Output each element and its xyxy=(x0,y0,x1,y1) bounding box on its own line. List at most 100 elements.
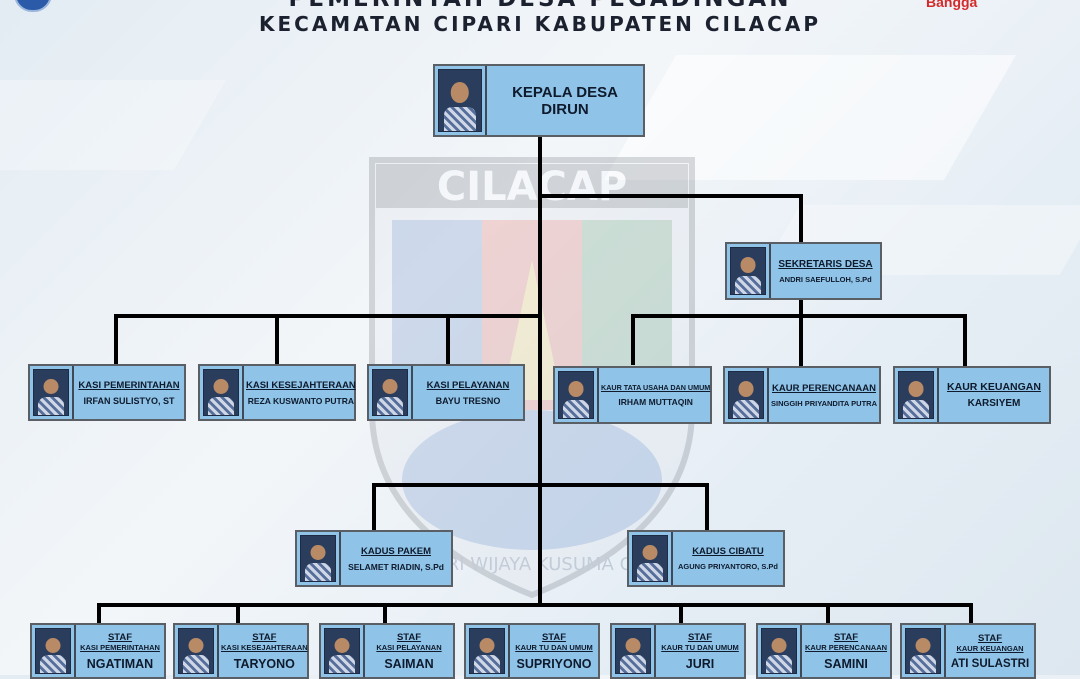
connector-line xyxy=(826,603,830,625)
portrait-photo xyxy=(372,369,408,416)
org-person-name: REZA KUSWANTO PUTRA xyxy=(247,395,355,406)
org-box-staf: STAF KAUR KEUANGAN ATI SULASTRI xyxy=(900,623,1036,679)
connector-line xyxy=(446,314,450,365)
org-role: STAF xyxy=(833,631,859,643)
portrait-photo xyxy=(615,628,651,674)
org-box-kasi: KASI PELAYANAN BAYU TRESNO xyxy=(367,364,525,421)
connector-line xyxy=(275,314,279,365)
org-subrole: KAUR PERENCANAAN xyxy=(804,642,888,652)
org-box-kaur: KAUR PERENCANAAN SINGGIH PRIYANDITA PUTR… xyxy=(723,366,881,424)
connector-line xyxy=(540,194,803,198)
org-person-name: SAMINI xyxy=(824,656,868,671)
org-role: SEKRETARIS DESA xyxy=(778,258,873,270)
org-box-staf: STAF KASI KESEJAHTERAAN TARYONO xyxy=(173,623,309,679)
portrait-photo xyxy=(300,535,336,582)
portrait-photo xyxy=(33,369,69,416)
title-line-1: PEMERINTAH DESA PEGADINGAN xyxy=(0,0,1080,12)
connector-line xyxy=(799,194,803,244)
connector-line xyxy=(538,136,542,606)
portrait-photo xyxy=(558,371,594,419)
bangga-logo: Bangga xyxy=(926,0,977,10)
org-person-name: JURI xyxy=(685,656,715,671)
org-person-name: NGATIMAN xyxy=(86,656,154,671)
connector-line xyxy=(372,483,376,530)
org-person-name: SINGGIH PRIYANDITA PUTRA xyxy=(771,398,877,408)
org-role: KEPALA DESA xyxy=(512,83,618,101)
org-person-name: AGUNG PRIYANTORO, S.Pd xyxy=(677,562,779,571)
org-role: KADUS CIBATU xyxy=(692,546,764,557)
org-subrole: KASI PELAYANAN xyxy=(376,642,442,652)
org-box-staf: STAF KASI PELAYANAN SAIMAN xyxy=(319,623,455,679)
org-person-name: IRFAN SULISTYO, ST xyxy=(83,395,175,406)
org-role: STAF xyxy=(396,631,422,643)
org-subrole: KASI PEMERINTAHAN xyxy=(80,642,160,652)
org-person-name: SELAMET RIADIN, S.Pd xyxy=(348,561,444,572)
org-box-kaur: KAUR TATA USAHA DAN UMUM IRHAM MUTTAQIN xyxy=(553,366,712,424)
connector-line xyxy=(631,314,635,365)
org-box-kasi: KASI PEMERINTAHAN IRFAN SULISTYO, ST xyxy=(28,364,186,421)
org-box-staf: STAF KAUR TU DAN UMUM JURI xyxy=(610,623,746,679)
bg-shape xyxy=(0,80,226,170)
org-subrole: KAUR TU DAN UMUM xyxy=(661,642,739,652)
connector-line xyxy=(705,483,709,530)
portrait-photo xyxy=(728,371,764,419)
org-box-kadus: KADUS PAKEM SELAMET RIADIN, S.Pd xyxy=(295,530,453,587)
org-person-name: ATI SULASTRI xyxy=(950,657,1030,670)
org-person-name: BAYU TRESNO xyxy=(435,395,501,406)
portrait-photo xyxy=(324,628,360,674)
org-role: KASI PEMERINTAHAN xyxy=(78,379,180,391)
org-role: STAF xyxy=(687,631,713,643)
connector-line xyxy=(679,603,683,625)
org-subrole: KASI KESEJAHTERAAN xyxy=(221,642,308,652)
org-person-name: TARYONO xyxy=(233,656,295,671)
org-subrole: KAUR KEUANGAN xyxy=(956,643,1024,653)
org-box-kadus: KADUS CIBATU AGUNG PRIYANTORO, S.Pd xyxy=(627,530,785,587)
org-box-kaur: KAUR KEUANGAN KARSIYEM xyxy=(893,366,1051,424)
org-role: STAF xyxy=(541,631,567,643)
portrait-photo xyxy=(632,535,668,582)
org-person-name: DIRUN xyxy=(541,100,589,118)
org-role: KAUR KEUANGAN xyxy=(947,381,1041,393)
connector-line xyxy=(97,603,973,607)
portrait-photo xyxy=(178,628,214,674)
connector-line xyxy=(383,603,387,625)
org-role: STAF xyxy=(107,631,133,643)
org-role: KASI PELAYANAN xyxy=(426,379,510,391)
org-role: KAUR TATA USAHA DAN UMUM xyxy=(601,383,711,392)
connector-line xyxy=(236,603,240,625)
org-role: KAUR PERENCANAAN xyxy=(772,382,876,394)
portrait-photo xyxy=(905,628,941,674)
connector-line xyxy=(114,314,118,365)
org-box-kasi: KASI KESEJAHTERAAN REZA KUSWANTO PUTRA xyxy=(198,364,356,421)
portrait-photo xyxy=(203,369,239,416)
connector-line xyxy=(969,603,973,625)
connector-line xyxy=(963,314,967,366)
portrait-photo xyxy=(761,628,797,674)
org-role: KASI KESEJAHTERAAN xyxy=(246,379,356,391)
connector-line xyxy=(799,298,803,366)
org-box-head: KEPALA DESA DIRUN xyxy=(433,64,645,137)
org-role: KADUS PAKEM xyxy=(360,545,432,557)
org-subrole: KAUR TU DAN UMUM xyxy=(515,642,593,652)
connector-line xyxy=(97,603,101,625)
title-line-2: KECAMATAN CIPARI KABUPATEN CILACAP xyxy=(258,12,821,36)
connector-line xyxy=(372,483,709,487)
portrait-photo xyxy=(35,628,71,674)
portrait-photo xyxy=(438,69,482,132)
portrait-photo xyxy=(469,628,505,674)
org-person-name: KARSIYEM xyxy=(967,398,1021,409)
org-role: STAF xyxy=(252,631,277,643)
portrait-photo xyxy=(898,371,934,419)
bangga-logo-text: Bangga xyxy=(926,0,978,10)
emblem-motto: JALADRI WIJAYA KUSUMA CAKTI xyxy=(392,554,671,575)
org-role: STAF xyxy=(977,632,1003,644)
org-box-secretary: SEKRETARIS DESA ANDRI SAEFULLOH, S.Pd xyxy=(725,242,882,300)
portrait-photo xyxy=(730,247,766,295)
emblem-title: CILACAP xyxy=(437,164,627,210)
org-person-name: SUPRIYONO xyxy=(516,656,592,671)
org-person-name: IRHAM MUTTAQIN xyxy=(618,397,693,407)
org-person-name: ANDRI SAEFULLOH, S.Pd xyxy=(779,274,872,284)
org-box-staf: STAF KASI PEMERINTAHAN NGATIMAN xyxy=(30,623,166,679)
org-person-name: SAIMAN xyxy=(384,656,434,671)
connector-line xyxy=(114,314,542,318)
